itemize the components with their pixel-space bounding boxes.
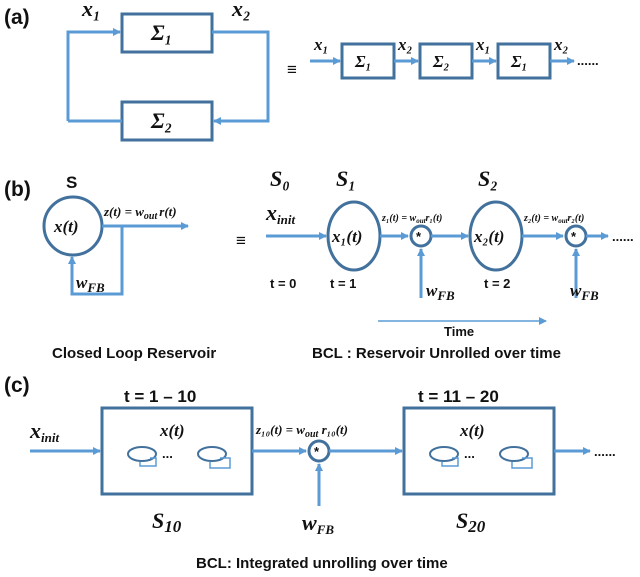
box1-self-loop-1 [139,457,157,467]
chain-ellipsis: ...... [577,53,599,68]
chain-input-label-4: x₂ [553,35,569,54]
box2-dots: ... [464,446,475,461]
multiplier-1-symbol: * [416,229,422,244]
box1-self-loop-2 [209,457,231,469]
box1-reservoir-node-1 [127,446,157,462]
box1-reservoir-node-2 [197,446,227,462]
chain-input-label-3: x₁ [475,35,490,54]
caption-closed-loop: Closed Loop Reservoir [52,345,216,362]
time-axis-label: Time [444,324,474,339]
box1-dots: ... [162,446,173,461]
state-s0-label: S₀ [270,166,290,191]
equivalence-sign-b: ≡ [236,231,246,250]
panel-c-label: (c) [4,374,30,397]
unrolled-ellipsis: ...... [612,229,634,244]
chain-input-label-2: x₂ [397,35,413,54]
unrolled-input-label: xinit [265,200,295,227]
time-t0-label: t = 0 [270,276,296,291]
integrated-ellipsis: ...... [594,444,616,459]
box2-state-label: S20 [456,508,486,536]
caption-unrolled: BCL : Reservoir Unrolled over time [312,345,561,362]
chain-block-label-3: Σ₁ [510,52,527,71]
closed-loop-feedback-arrow [68,226,124,296]
state-s1-label: S₁ [336,166,356,191]
state-s2-label: S₂ [478,166,498,191]
loop-x1-label: x₁ [81,0,101,21]
output-1-label: z₁(t) = woutr₁(t) [381,213,442,225]
unrolled-node-1-label: x₁(t) [331,227,362,246]
integrated-output-label: z₁₀(t) = wout r₁₀(t) [255,422,348,440]
sigma2-label: Σ₂ [150,108,172,133]
output-2-label: z₂(t) = woutr₂(t) [523,213,584,225]
closed-loop-state-label: S [66,173,77,192]
unrolled-node-2-label: x₂(t) [473,227,504,246]
integrated-feedback-label: wFB [302,510,334,537]
time-t1-label: t = 1 [330,276,356,291]
chain-block-1 [340,42,396,80]
sigma2-block [120,100,214,142]
sigma1-label: Σ₁ [150,20,172,45]
box1-node-label: x(t) [159,421,185,440]
box2-reservoir-node-2 [499,446,529,462]
box2-reservoir-node-1 [429,446,459,462]
box1-state-label: S10 [152,508,182,536]
equivalence-sign-a: ≡ [287,60,297,79]
time-t2-label: t = 2 [484,276,510,291]
multiplier-2-symbol: * [571,229,577,244]
chain-input-label-1: x₁ [313,35,328,54]
integrated-multiplier-symbol: * [314,444,320,459]
box2-node-label: x(t) [459,421,485,440]
integrated-input-label: xinit [29,418,59,445]
sigma1-block [120,12,214,54]
chain-block-label-1: Σ₁ [354,52,371,71]
caption-integrated: BCL: Integrated unrolling over time [196,555,448,572]
loop-x2-label: x₂ [231,0,251,21]
loop-arrow-into-sigma1 [66,28,121,121]
panel-b-label: (b) [4,178,31,201]
feedback-2-label: wFB [570,281,599,303]
box2-self-loop-2 [511,457,533,469]
box2-time-label: t = 11 – 20 [418,387,499,406]
closed-loop-node-label: x(t) [53,217,79,236]
box1-time-label: t = 1 – 10 [124,387,196,406]
loop-arrow-into-sigma2 [212,30,270,125]
chain-block-label-2: Σ₂ [432,52,450,71]
box2-self-loop-1 [441,457,459,467]
closed-loop-feedback-label: wFB [76,273,105,295]
integrated-box-1 [100,406,254,496]
integrated-box-2 [402,406,556,496]
panel-a-label: (a) [4,6,30,29]
feedback-1-label: wFB [426,281,455,303]
